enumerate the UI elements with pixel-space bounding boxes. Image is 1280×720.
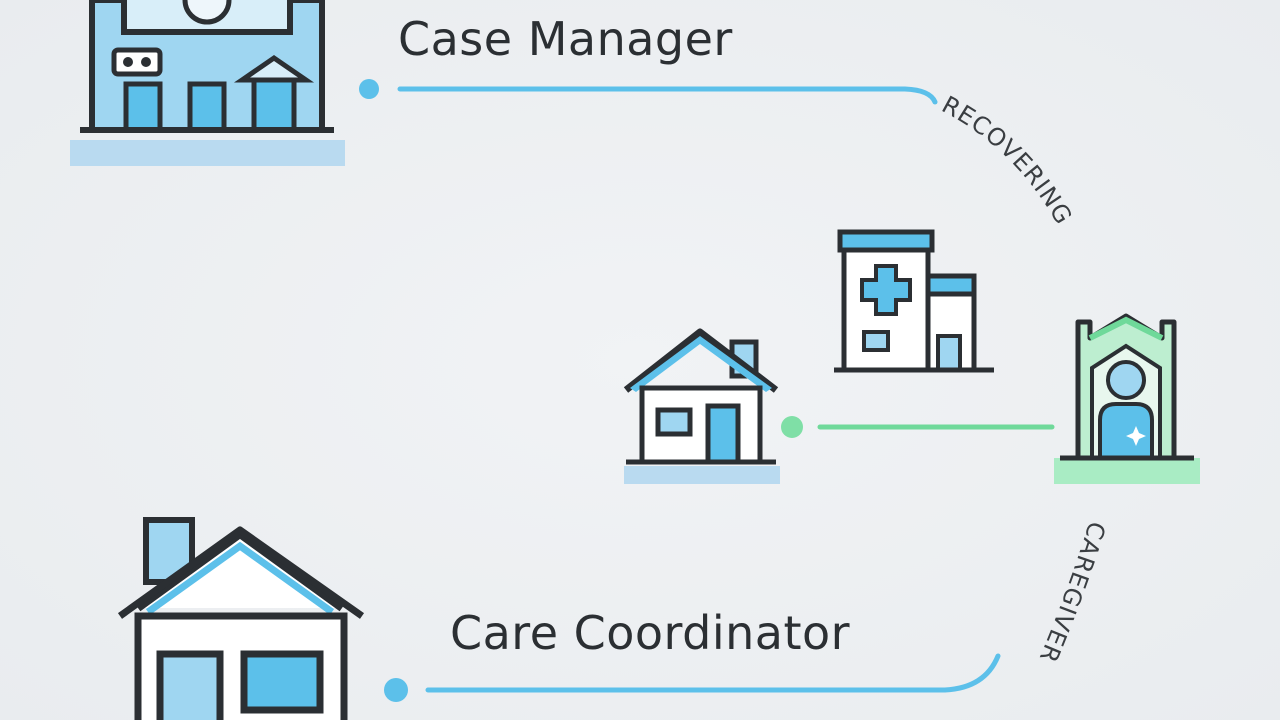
bottom-connector-line bbox=[425, 653, 1001, 693]
case-manager-label: Case Manager bbox=[398, 12, 733, 66]
care-facility-person-icon bbox=[1054, 313, 1200, 484]
care-coordinator-label: Care Coordinator bbox=[450, 606, 851, 660]
arc-text-upper: RECOVERING bbox=[937, 91, 1077, 230]
middle-connector-dot bbox=[781, 416, 803, 438]
arc-text-lower: CAREGIVER bbox=[1034, 518, 1111, 667]
hospital-building-icon bbox=[834, 229, 994, 373]
top-connector-dot bbox=[359, 79, 379, 99]
large-house-icon bbox=[117, 517, 365, 720]
small-house-icon bbox=[623, 328, 780, 484]
office-building-icon bbox=[70, 0, 345, 166]
bottom-connector-dot bbox=[384, 678, 408, 702]
top-connector-line bbox=[397, 86, 938, 105]
